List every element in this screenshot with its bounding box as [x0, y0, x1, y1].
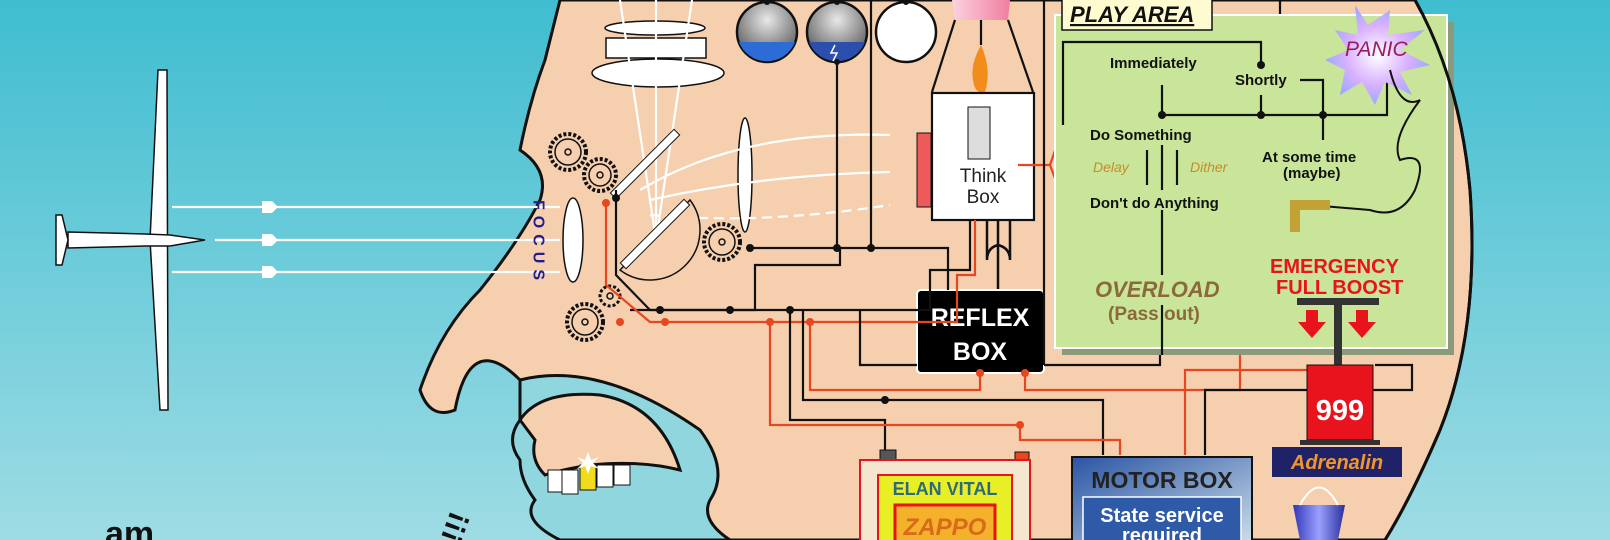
node-panic: PANIC [1345, 38, 1408, 61]
pitchfork-icon [985, 220, 1012, 290]
reflex-box: REFLEX BOX [916, 289, 1045, 374]
node-dither: Dither [1190, 159, 1229, 175]
think-box: Think Box [916, 91, 1036, 222]
play-area-title-box [1061, 0, 1213, 31]
motor-box-status: State service [1100, 505, 1223, 527]
adrenalin-label-box [1272, 447, 1402, 477]
node-dont-do-anything: Don't do Anything [1090, 195, 1219, 212]
glider-icon [55, 69, 206, 411]
elan-vital-battery: ELAN VITAL ZAPPO [859, 449, 1031, 540]
gold-tooth-sparkle-icon [577, 452, 599, 474]
focus-gear-quadrant [618, 198, 701, 281]
down-arrow-icon [1298, 310, 1326, 338]
node-overload-pass-out: (Pass out) [1108, 304, 1200, 325]
speech-fragment-left: am [105, 515, 154, 540]
think-box-sensor [916, 132, 932, 208]
svg-text:Box: Box [967, 187, 1000, 208]
brick-corner-icon [1290, 200, 1330, 232]
bucket-icon [1293, 505, 1345, 540]
candle-flame-icon [972, 45, 988, 93]
thunderstorm-icon [805, 0, 869, 65]
motor-box: MOTOR BOX State service required [1071, 456, 1253, 540]
node-at-some-time-maybe: (maybe) [1283, 165, 1341, 182]
play-area: PLAY AREA Immediately Shortly Do Somethi… [1054, 0, 1454, 355]
node-at-some-time: At some time [1262, 149, 1356, 166]
node-overload: OVERLOAD [1095, 277, 1220, 302]
gears [548, 132, 742, 342]
gear-icon [582, 157, 618, 193]
adrenalin-label: Adrenalin [1290, 452, 1383, 474]
weather-gauges [735, 0, 938, 65]
play-area-title: PLAY AREA [1070, 2, 1194, 27]
head-outline-back [1383, 0, 1474, 540]
adrenalin-pump: 999 Adrenalin [1272, 298, 1402, 540]
focus-lens [562, 197, 584, 283]
optical-rays [618, 0, 891, 241]
battery-product: ZAPPO [903, 514, 987, 540]
panic-burst-icon [1325, 5, 1430, 105]
node-delay: Delay [1093, 159, 1130, 175]
node-do-something: Do Something [1090, 127, 1192, 144]
battery-brand: ELAN VITAL [893, 479, 998, 499]
candle-icon [967, 106, 991, 160]
gear-icon [548, 132, 588, 172]
lower-mirror [619, 198, 691, 270]
svg-text:Think: Think [960, 166, 1007, 187]
motor-box-title: MOTOR BOX [1091, 467, 1233, 493]
lamp-frame [930, 19, 1035, 93]
gear-icon [565, 302, 605, 342]
clear-gauge-icon [874, 0, 938, 64]
upper-lip [518, 392, 683, 477]
gear-icon [702, 222, 742, 262]
motor-box-status-2: required [1122, 525, 1202, 540]
tangled-wire [1309, 69, 1421, 214]
focus-label: FOCUS [530, 200, 547, 286]
node-immediately: Immediately [1110, 55, 1197, 72]
node-shortly: Shortly [1235, 72, 1287, 89]
svg-text:REFLEX: REFLEX [931, 304, 1030, 332]
teeth [547, 452, 631, 495]
svg-text:BOX: BOX [953, 338, 1008, 366]
node-full-boost: FULL BOOST [1276, 277, 1403, 299]
lamp-shade [952, 0, 1010, 20]
pump-number: 999 [1316, 395, 1364, 427]
node-emergency: EMERGENCY [1270, 256, 1400, 278]
down-arrow-icon [1348, 310, 1376, 338]
airflow-rays [172, 201, 560, 278]
rain-cloud-icon [735, 0, 799, 64]
